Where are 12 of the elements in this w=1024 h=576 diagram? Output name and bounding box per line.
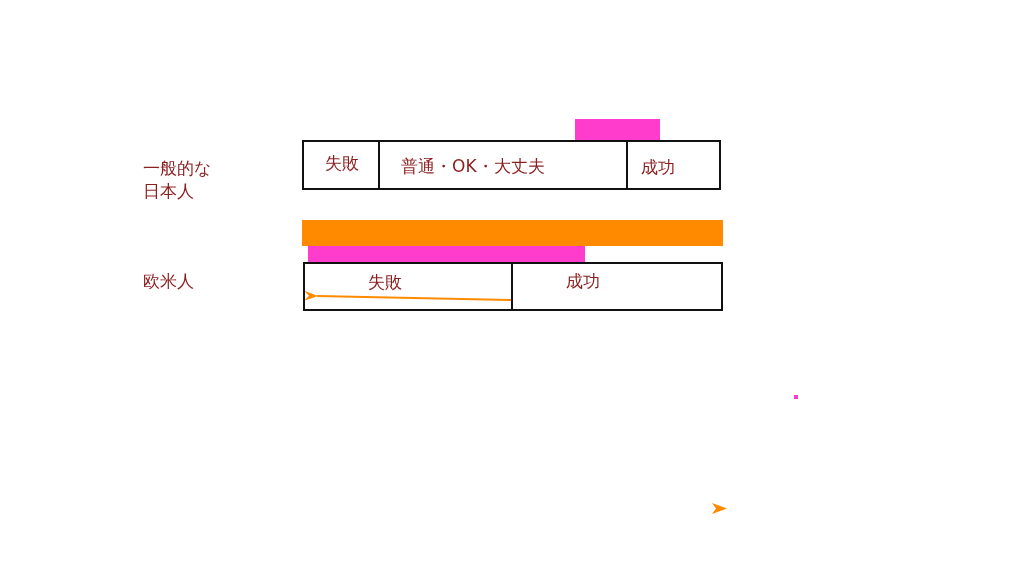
segment-label: 普通・OK・大丈夫: [401, 156, 545, 176]
segment-label: 失敗: [368, 272, 402, 292]
bar-segment: [626, 140, 721, 190]
segment-label: 成功: [641, 157, 675, 177]
bar-segment: [511, 262, 723, 311]
row-label: 一般的な日本人: [143, 157, 212, 203]
bar-segment: [303, 262, 513, 311]
bar-segment: [378, 140, 628, 190]
segment-label: 成功: [566, 271, 600, 291]
bar-segment: [302, 140, 380, 190]
segment-label: 失敗: [325, 153, 359, 173]
row-label: 欧米人: [143, 270, 195, 293]
